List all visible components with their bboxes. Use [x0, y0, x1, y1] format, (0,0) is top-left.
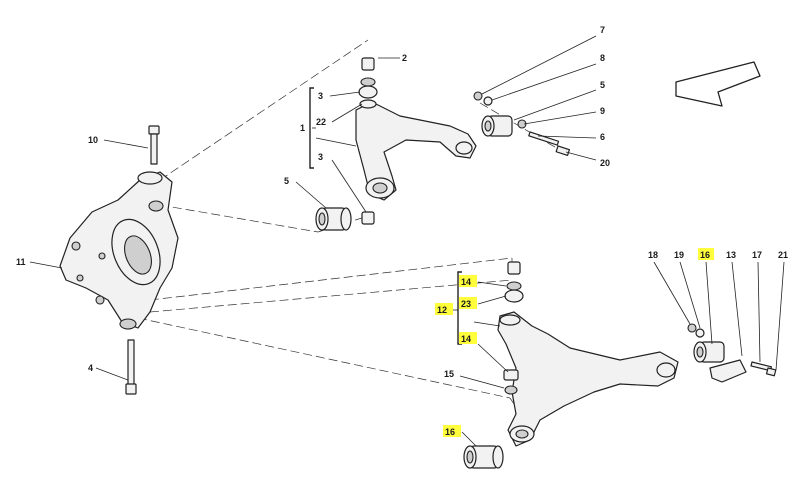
upper-bush-5-part	[315, 207, 352, 231]
callout-9: 9	[600, 106, 605, 116]
hub-carrier-part	[59, 171, 179, 330]
callout-12: 12	[437, 305, 447, 315]
callout-8: 8	[600, 53, 605, 63]
callout-18: 18	[648, 250, 658, 260]
lower-wishbone-part	[497, 311, 679, 447]
callout-20: 20	[600, 158, 610, 168]
lower-rear-bush-assembly	[687, 323, 777, 383]
highlight-23	[459, 297, 477, 309]
highlight-16-lower	[443, 425, 461, 437]
callout-6: 6	[600, 132, 605, 142]
callout-7: 7	[600, 25, 605, 35]
callout-11: 11	[16, 257, 26, 267]
callout-14-lower: 14	[461, 334, 471, 344]
callout-15: 15	[444, 369, 454, 379]
callout-4: 4	[88, 363, 93, 373]
lower-ball-joint-stack	[503, 261, 524, 395]
callout-19: 19	[674, 250, 684, 260]
callout-3-upper: 3	[318, 91, 323, 101]
upper-rear-bush-assembly	[473, 91, 571, 157]
direction-arrow-icon	[675, 61, 761, 107]
callout-23: 23	[461, 299, 471, 309]
bolt-4-part	[125, 339, 137, 395]
bolt-10-part	[148, 125, 160, 165]
bracket-1	[309, 87, 314, 169]
leader-lines	[29, 35, 785, 447]
highlight-12	[435, 303, 453, 315]
callout-22: 22	[316, 117, 326, 127]
callout-labels: 2 3 1 22 3 5 10 11 4 7 8 5 9 6 20 14 12 …	[16, 25, 788, 437]
callout-10: 10	[88, 135, 98, 145]
callout-16-rear: 16	[700, 250, 710, 260]
highlight-14-lower	[459, 332, 477, 344]
lower-front-bush-part	[463, 445, 504, 469]
callout-16-lower: 16	[445, 427, 455, 437]
callout-1: 1	[300, 123, 305, 133]
callout-5-upper: 5	[284, 176, 289, 186]
callout-14-upper: 14	[461, 277, 471, 287]
assembly-lines	[137, 39, 561, 411]
upper-wishbone-part	[355, 99, 477, 201]
highlight-14-upper	[459, 275, 477, 287]
callout-21: 21	[778, 250, 788, 260]
upper-ball-joint-stack	[358, 57, 378, 225]
highlight-16-rear	[698, 248, 714, 260]
callout-17: 17	[752, 250, 762, 260]
callout-2: 2	[402, 53, 407, 63]
callout-3-lower: 3	[318, 152, 323, 162]
callout-5-rear: 5	[600, 80, 605, 90]
callout-13: 13	[726, 250, 736, 260]
